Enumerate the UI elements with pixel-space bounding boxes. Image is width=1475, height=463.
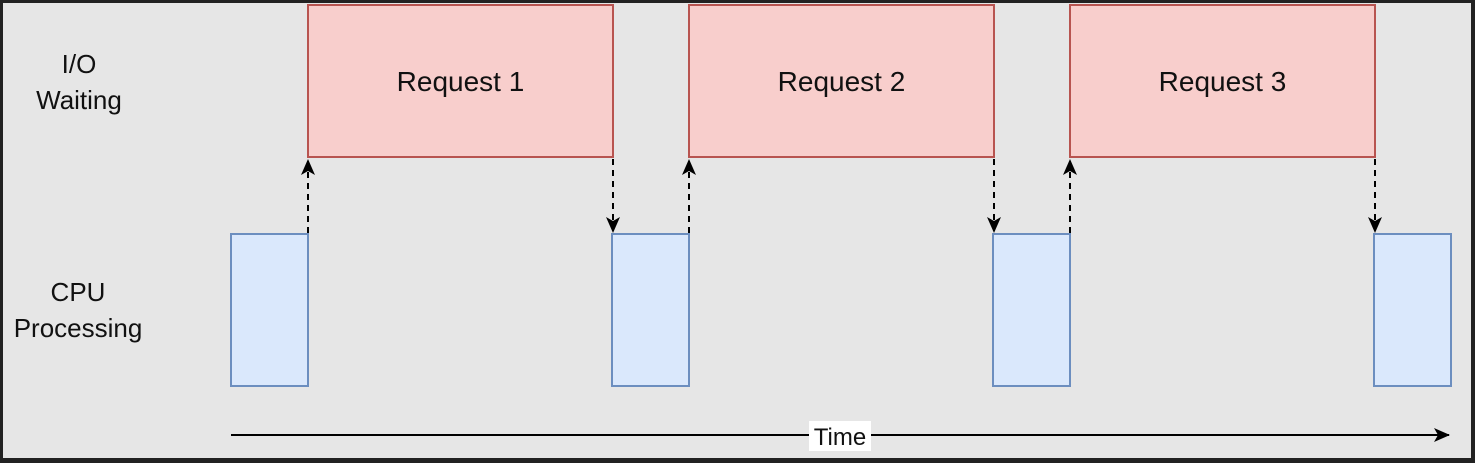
time-axis-label: Time	[814, 424, 866, 451]
cpu-block-2	[611, 233, 690, 387]
time-label-background	[809, 421, 871, 451]
request-3-label: Request 3	[1159, 66, 1287, 97]
request-2-box	[688, 4, 995, 158]
request-3-box	[1069, 4, 1376, 158]
io-waiting-label-line1: I/O	[62, 49, 97, 79]
cpu-block-4	[1373, 233, 1452, 387]
io-cpu-timing-diagram: I/O Waiting CPU Processing Request 1 Req…	[14, 4, 1452, 451]
io-waiting-label-line2: Waiting	[36, 85, 122, 115]
cpu-processing-label-line2: Processing	[14, 313, 143, 343]
request-2-label: Request 2	[778, 66, 906, 97]
request-1-box	[307, 4, 614, 158]
cpu-processing-label-line1: CPU	[51, 277, 106, 307]
cpu-block-3	[992, 233, 1071, 387]
request-1-label: Request 1	[397, 66, 525, 97]
cpu-block-1	[230, 233, 309, 387]
diagram-canvas: I/O Waiting CPU Processing Request 1 Req…	[3, 3, 1471, 458]
